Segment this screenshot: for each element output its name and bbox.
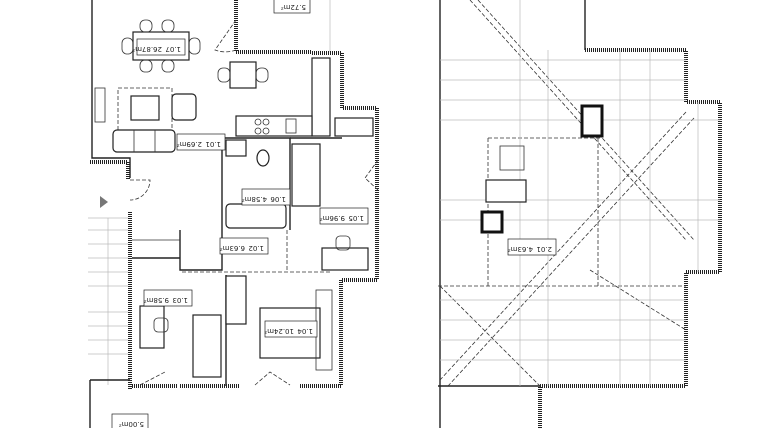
room-label-1-02: 1.02 6.63m² — [220, 237, 269, 255]
roof-outline — [538, 48, 722, 428]
svg-text:5.72m²: 5.72m² — [281, 3, 306, 11]
room-labels: 1.07 26.87m² 1.01 2.69m² 1.06 4.58m² 1.0… — [111, 0, 369, 428]
chimney — [580, 104, 604, 138]
kitchen-counter — [235, 57, 374, 137]
svg-text:5.00m²: 5.00m² — [119, 420, 144, 428]
svg-text:1.01: 1.01 — [205, 140, 221, 148]
room-label-1-05: 1.05 9.96m² — [320, 207, 369, 225]
svg-text:1.03: 1.03 — [172, 296, 188, 304]
svg-text:1.04: 1.04 — [297, 327, 313, 335]
svg-text:1.07: 1.07 — [165, 45, 181, 53]
bathroom-fixtures — [225, 139, 287, 229]
room-label-1-06: 1.06 4.58m² — [242, 188, 291, 206]
wall-east — [300, 51, 379, 388]
svg-text:4.58m²: 4.58m² — [242, 195, 267, 203]
room-label-1-07: 1.07 26.87m² — [132, 38, 186, 56]
svg-text:2.69m²: 2.69m² — [177, 140, 202, 148]
wall-entry — [90, 160, 130, 180]
roof-plan: 2.01 4.63m² — [438, 0, 722, 428]
svg-text:9.58m²: 9.58m² — [144, 296, 169, 304]
svg-text:4.63m²: 4.63m² — [508, 245, 533, 253]
bed — [192, 314, 222, 378]
room-label-1-03: 1.03 9.58m² — [144, 289, 193, 307]
desk — [321, 247, 369, 271]
svg-text:2.01: 2.01 — [536, 245, 552, 253]
svg-text:26.87m²: 26.87m² — [132, 45, 162, 53]
wardrobe — [225, 275, 247, 325]
chimney — [480, 210, 504, 234]
roof-window — [499, 145, 525, 171]
room-label-lower: 5.00m² — [111, 413, 149, 428]
svg-text:9.96m²: 9.96m² — [320, 214, 345, 222]
wall-upper-room — [234, 0, 312, 54]
staircase — [88, 196, 128, 385]
svg-text:6.63m²: 6.63m² — [220, 244, 245, 252]
room-label-1-01: 1.01 2.69m² — [177, 133, 226, 151]
svg-text:1.06: 1.06 — [270, 195, 286, 203]
svg-text:1.02: 1.02 — [248, 244, 264, 252]
arrow-icon — [100, 196, 108, 208]
room-label-2-01: 2.01 4.63m² — [508, 238, 557, 256]
room-label-upper: 5.72m² — [273, 0, 311, 14]
desk — [139, 305, 165, 349]
svg-text:1.05: 1.05 — [348, 214, 364, 222]
roof-window — [485, 179, 527, 203]
bed — [291, 143, 321, 207]
window — [94, 87, 106, 123]
room-label-1-04: 1.04 10.24m² — [264, 320, 318, 338]
svg-text:10.24m²: 10.24m² — [264, 327, 294, 335]
sofa-set — [112, 87, 197, 153]
wall-bath — [179, 138, 223, 271]
kitchen-table — [217, 61, 269, 89]
